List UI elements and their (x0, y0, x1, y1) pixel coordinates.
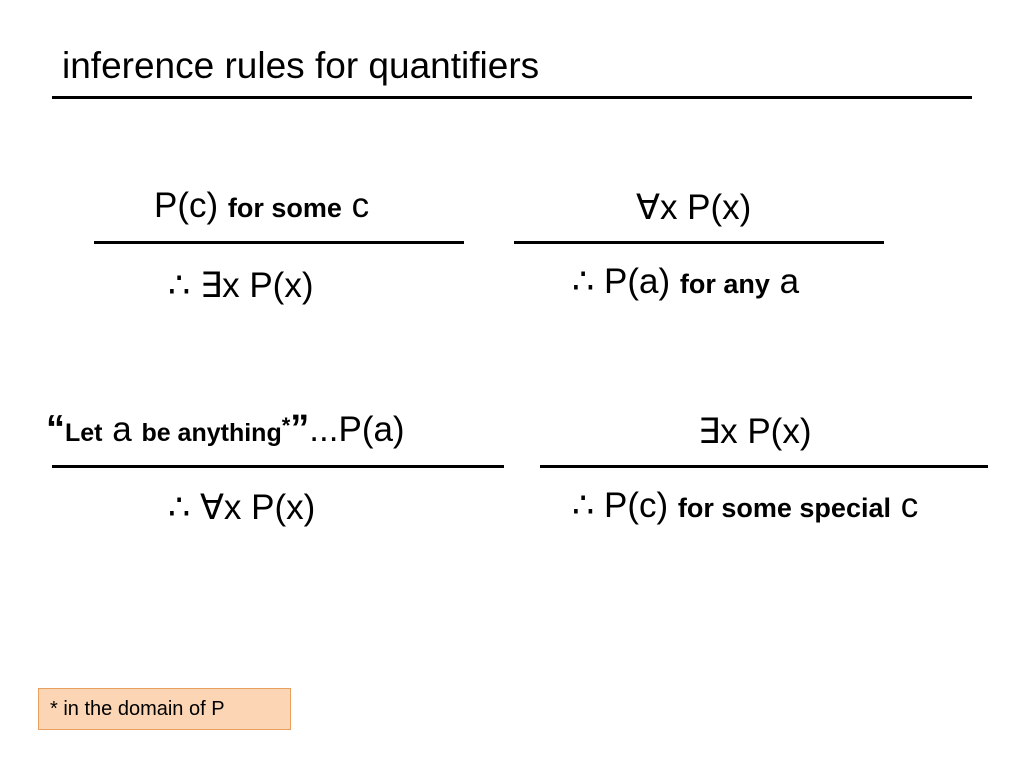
rule-universal-intro-conclusion: ∴ ∀x P(x) (168, 488, 316, 527)
rule-existential-elim-conclusion: ∴ P(c) for some special c (572, 484, 918, 530)
rule-existential-intro-bar (94, 241, 464, 244)
premise-main: P(c) (154, 186, 219, 225)
title-underline (52, 96, 972, 99)
conclusion-main: ∴ P(a) (572, 262, 671, 301)
rule-existential-elim-bar (540, 465, 988, 468)
rule-universal-elim-conclusion: ∴ P(a) for any a (572, 260, 799, 306)
conclusion-note: for some special (677, 493, 891, 523)
rule-existential-intro-conclusion: ∴ ∃x P(x) (168, 266, 314, 305)
conclusion-main: ∴ P(c) (572, 486, 669, 525)
footnote-box: * in the domain of P (38, 688, 291, 730)
rule-existential-intro-premise: P(c) for some c (154, 184, 369, 230)
let-word: Let (65, 419, 103, 447)
conclusion-var: c (900, 486, 919, 525)
premise-note: be anything (141, 419, 282, 447)
rule-universal-intro-bar (52, 465, 504, 468)
rule-universal-intro-premise: “Let a be anything*”...P(a) (46, 404, 405, 455)
slide-title: inference rules for quantifiers (62, 45, 540, 86)
rule-universal-elim-premise: ∀x P(x) (636, 188, 752, 227)
premise-var: c (351, 186, 370, 225)
rule-existential-elim-premise: ∃x P(x) (698, 412, 812, 451)
footnote-star: * (281, 413, 291, 438)
open-quote: “ (46, 408, 65, 450)
rule-universal-elim-bar (514, 241, 884, 244)
close-quote: ” (290, 408, 310, 450)
premise-var: a (112, 410, 132, 449)
premise-tail: ...P(a) (309, 410, 405, 449)
conclusion-note: for any (679, 269, 770, 299)
conclusion-var: a (779, 262, 800, 301)
premise-note: for some (227, 193, 342, 223)
